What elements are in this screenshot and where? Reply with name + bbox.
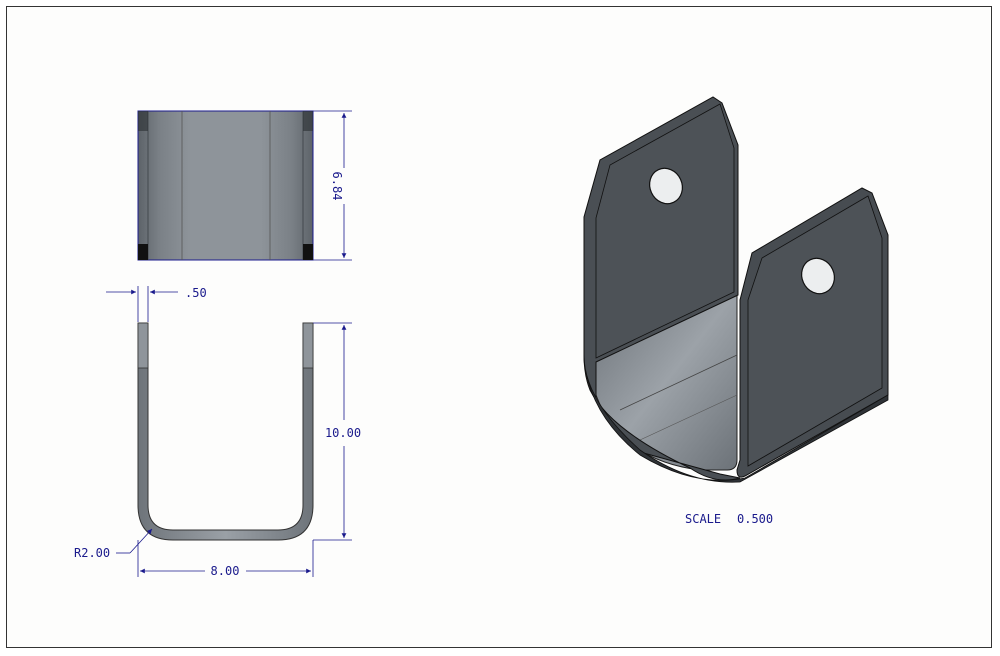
dimension-label-bend-radius: R2.00 [74, 546, 110, 560]
dimension-thickness: .50 [106, 286, 207, 322]
top-view [137, 110, 314, 261]
dimension-label-width: 8.00 [211, 564, 240, 578]
dimension-label-thickness: .50 [185, 286, 207, 300]
scale-label: SCALE 0.500 [685, 512, 773, 526]
scale-label-text: SCALE [685, 512, 721, 526]
dimension-height-top: 6.84 [313, 110, 352, 261]
dimension-label-height-top: 6.84 [330, 172, 344, 201]
isometric-view [583, 96, 889, 483]
dimension-leg-height: 10.00 [313, 322, 361, 541]
dimension-bend-radius: R2.00 [74, 528, 153, 560]
dimension-width: 8.00 [137, 540, 314, 578]
scale-value-text: 0.500 [737, 512, 773, 526]
front-view [137, 322, 314, 541]
dimension-label-leg-height: 10.00 [325, 426, 361, 440]
